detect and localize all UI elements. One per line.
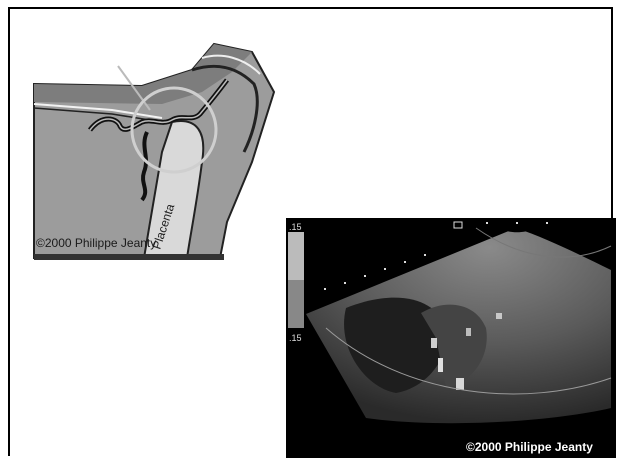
scale-bottom-label: .15 [289,333,302,343]
placenta-diagram: Placenta [22,22,292,272]
diagram-credit: ©2000 Philippe Jeanty [36,236,156,250]
ultrasound-credit: ©2000 Philippe Jeanty [466,440,593,454]
scale-top-label: .15 [289,222,302,232]
ultrasound-image [286,218,616,458]
